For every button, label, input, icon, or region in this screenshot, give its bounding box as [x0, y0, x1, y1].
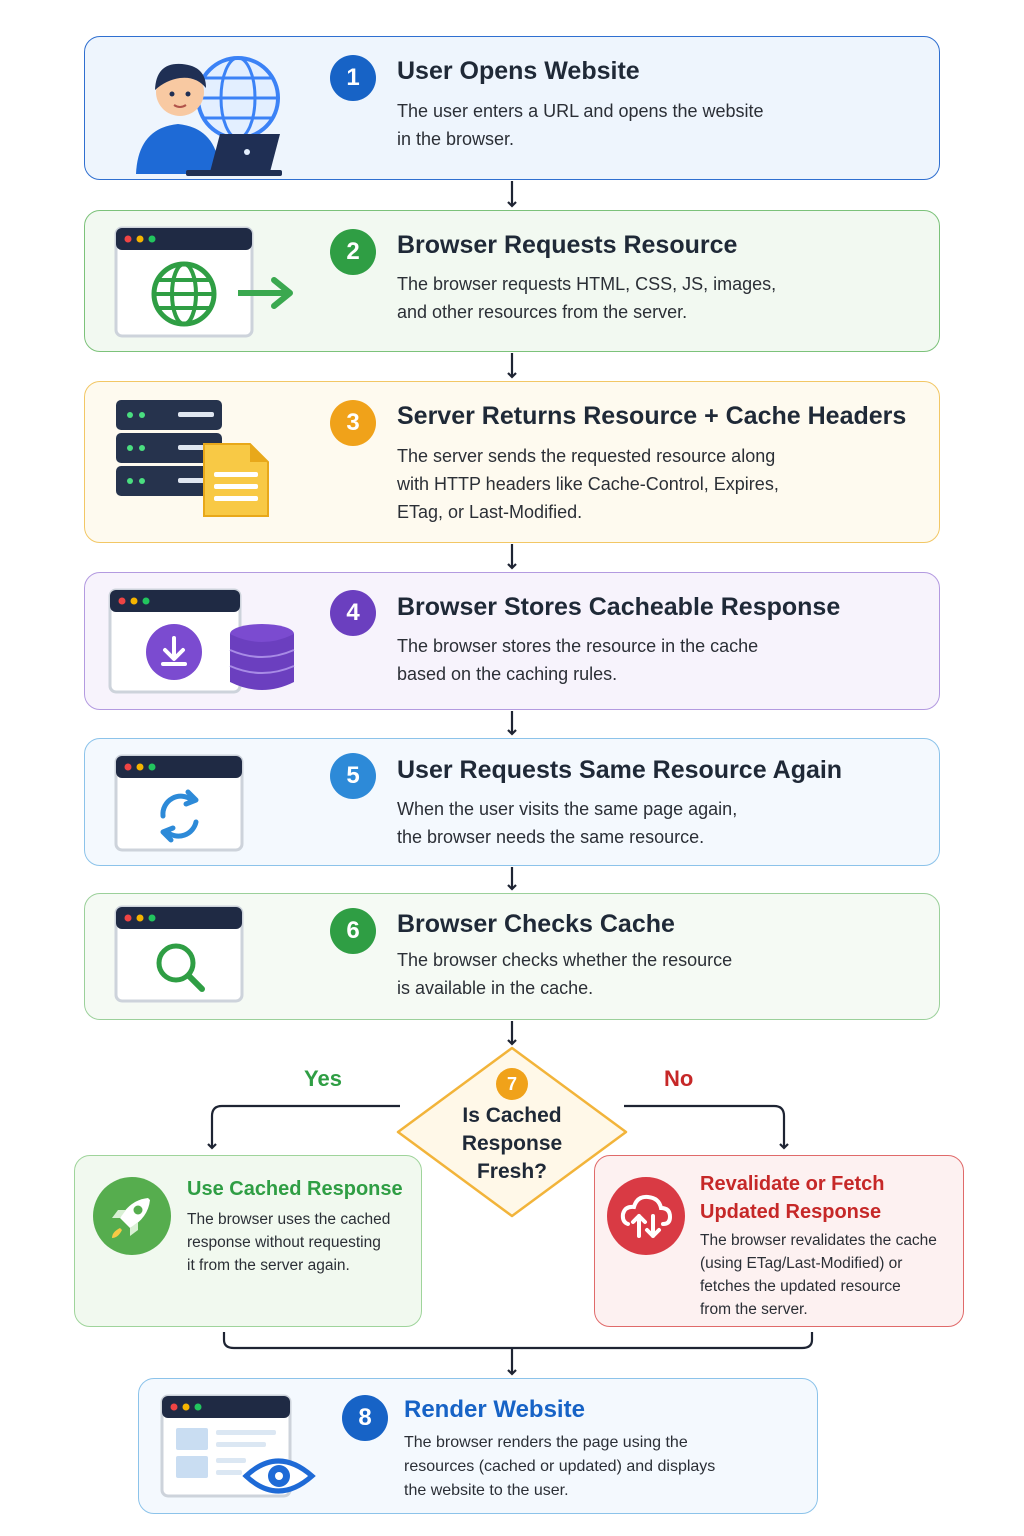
server-document-icon — [116, 400, 269, 517]
step-5-title: User Requests Same Resource Again — [397, 756, 843, 784]
step-4-number: 4 — [330, 590, 376, 636]
decision-line-3: Fresh? — [476, 1160, 547, 1183]
browser-refresh-icon — [114, 754, 244, 852]
step-2-title: Browser Requests Resource — [397, 231, 738, 259]
step-2-description: The browser requests HTML, CSS, JS, imag… — [397, 270, 776, 326]
browser-search-icon — [114, 905, 244, 1003]
step-1-description: The user enters a URL and opens the webs… — [397, 97, 764, 153]
use-cached-description: The browser uses the cached response wit… — [187, 1208, 390, 1277]
revalidate-line-4: from the server. — [700, 1301, 808, 1318]
step-6-line-1: The browser checks whether the resource — [397, 950, 733, 970]
revalidate-line-1: The browser revalidates the cache — [700, 1232, 937, 1249]
decision-line-2: Response — [461, 1132, 563, 1155]
step-3-description: The server sends the requested resource … — [397, 442, 779, 526]
step-4-line-1: The browser stores the resource in the c… — [397, 636, 759, 656]
step-3-title: Server Returns Resource + Cache Headers — [397, 402, 907, 430]
step-6-line-2: is available in the cache. — [397, 978, 594, 998]
decision-diamond — [396, 1046, 628, 1218]
step-4-line-2: based on the caching rules. — [397, 664, 618, 684]
render-line-2: resources (cached or updated) and displa… — [404, 1458, 716, 1475]
step-8-number: 8 — [342, 1395, 388, 1441]
step-3-line-2: with HTTP headers like Cache-Control, Ex… — [397, 474, 779, 494]
render-line-3: the website to the user. — [404, 1482, 569, 1499]
browser-download-database-icon — [108, 588, 295, 694]
step-3-number: 3 — [330, 400, 376, 446]
step-1-line-1: The user enters a URL and opens the webs… — [397, 101, 764, 121]
revalidate-line-2: (using ETag/Last-Modified) or — [700, 1255, 903, 1272]
revalidate-title-line-2: Updated Response — [700, 1201, 882, 1223]
no-label: No — [664, 1066, 694, 1091]
user-laptop-globe-icon — [136, 56, 282, 176]
browser-globe-request-icon — [114, 226, 293, 338]
decision-line-1: Is Cached — [462, 1104, 562, 1127]
rocket-icon — [93, 1177, 171, 1255]
step-3-line-1: The server sends the requested resource … — [397, 446, 776, 466]
cloud-sync-icon — [607, 1177, 685, 1255]
use-cached-line-2: response without requesting — [187, 1234, 381, 1251]
step-3-line-3: ETag, or Last-Modified. — [397, 502, 583, 522]
decision-question: Is Cached Response Fresh? — [432, 1102, 592, 1186]
step-4-title: Browser Stores Cacheable Response — [397, 593, 841, 621]
step-5-line-2: the browser needs the same resource. — [397, 827, 705, 847]
step-6-number: 6 — [330, 908, 376, 954]
use-cached-line-1: The browser uses the cached — [187, 1211, 391, 1228]
use-cached-line-3: it from the server again. — [187, 1257, 350, 1274]
step-6-description: The browser checks whether the resource … — [397, 946, 732, 1002]
step-7-number: 7 — [496, 1068, 528, 1100]
step-1-title: User Opens Website — [397, 57, 640, 85]
step-5-number: 5 — [330, 753, 376, 799]
step-5-description: When the user visits the same page again… — [397, 795, 737, 851]
yes-label: Yes — [304, 1066, 342, 1091]
revalidate-title: Revalidate or Fetch Updated Response — [700, 1170, 885, 1226]
revalidate-description: The browser revalidates the cache (using… — [700, 1229, 937, 1321]
render-website-title: Render Website — [404, 1396, 585, 1423]
merge-bracket — [222, 1332, 814, 1350]
step-2-line-1: The browser requests HTML, CSS, JS, imag… — [397, 274, 777, 294]
use-cached-title: Use Cached Response — [187, 1178, 403, 1200]
render-website-description: The browser renders the page using the r… — [404, 1431, 715, 1503]
step-6-title: Browser Checks Cache — [397, 910, 675, 938]
render-line-1: The browser renders the page using the — [404, 1434, 688, 1451]
step-2-number: 2 — [330, 229, 376, 275]
arrow-no — [624, 1104, 789, 1150]
step-1-line-2: in the browser. — [397, 129, 515, 149]
step-4-description: The browser stores the resource in the c… — [397, 632, 758, 688]
revalidate-line-3: fetches the updated resource — [700, 1278, 901, 1295]
browser-eye-icon — [160, 1394, 316, 1498]
revalidate-title-line-1: Revalidate or Fetch — [700, 1173, 885, 1195]
arrow-yes — [207, 1104, 400, 1150]
step-2-line-2: and other resources from the server. — [397, 302, 688, 322]
step-5-line-1: When the user visits the same page again… — [397, 799, 738, 819]
step-1-number: 1 — [330, 55, 376, 101]
